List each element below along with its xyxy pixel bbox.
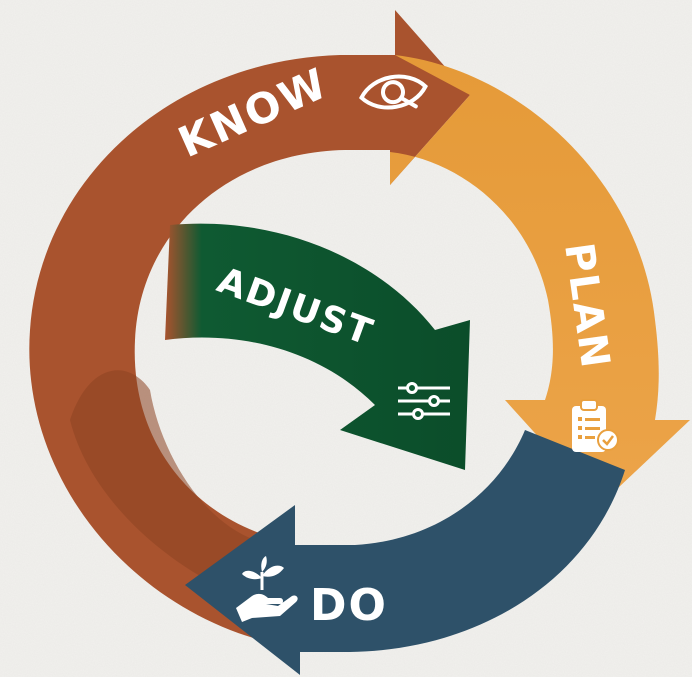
- hand-plant-icon: [236, 556, 298, 622]
- do-arrow: [185, 430, 625, 675]
- eye-search-icon: [359, 74, 428, 110]
- do-label: DO: [310, 580, 388, 631]
- adjust-arrow: [165, 223, 470, 470]
- know-shadow: [70, 370, 255, 600]
- sliders-icon: [398, 382, 450, 420]
- clipboard-check-icon: [572, 399, 619, 452]
- plan-arrow: [390, 55, 690, 505]
